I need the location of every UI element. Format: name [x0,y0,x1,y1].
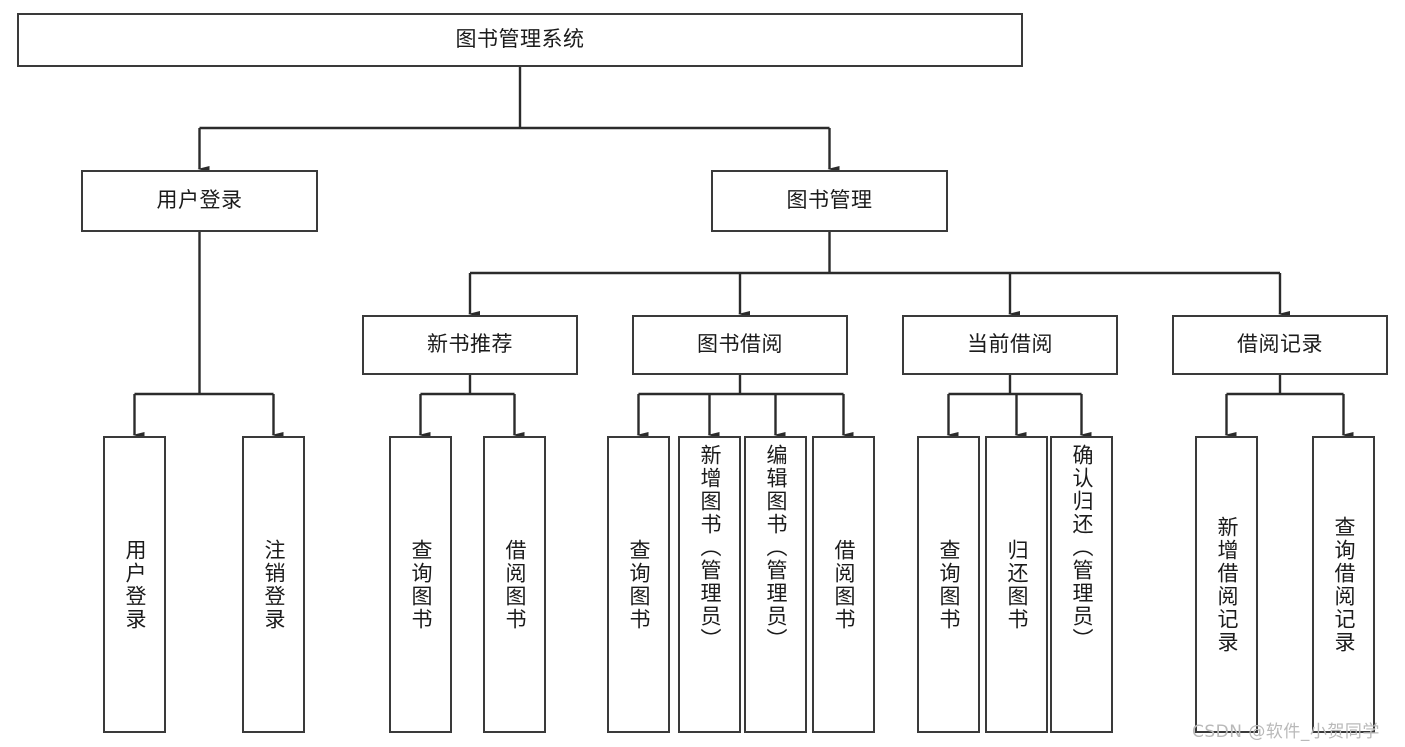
leaf-add-borrow-record-label: 新增借阅记录 [1215,515,1239,654]
node-user-login-label: 用户登录 [156,188,243,213]
node-current-borrow-label: 当前借阅 [967,332,1053,357]
leaf-add-borrow-record[interactable]: 新增借阅记录 [1195,436,1258,733]
leaf-edit-book-admin-label: 编辑图书（管理员） [764,444,788,651]
leaf-query-book-1[interactable]: 查询图书 [389,436,452,733]
leaf-user-login[interactable]: 用户登录 [103,436,166,733]
leaf-user-login-label: 用户登录 [123,538,147,631]
leaf-borrow-book-2-label: 借阅图书 [832,538,856,631]
node-new-book-rec[interactable]: 新书推荐 [362,315,578,375]
node-book-borrow[interactable]: 图书借阅 [632,315,848,375]
node-user-login[interactable]: 用户登录 [81,170,318,232]
leaf-logout[interactable]: 注销登录 [242,436,305,733]
node-book-borrow-label: 图书借阅 [697,332,783,357]
leaf-add-book-admin-label: 新增图书（管理员） [698,444,722,651]
node-book-manage[interactable]: 图书管理 [711,170,948,232]
leaf-query-book-1-label: 查询图书 [409,538,433,631]
node-borrow-record[interactable]: 借阅记录 [1172,315,1388,375]
node-current-borrow[interactable]: 当前借阅 [902,315,1118,375]
leaf-query-book-3-label: 查询图书 [937,538,961,631]
leaf-confirm-return-admin[interactable]: 确认归还（管理员） [1050,436,1113,733]
leaf-query-borrow-record[interactable]: 查询借阅记录 [1312,436,1375,733]
node-root[interactable]: 图书管理系统 [17,13,1023,67]
leaf-borrow-book-1-label: 借阅图书 [503,538,527,631]
node-root-label: 图书管理系统 [455,27,585,52]
leaf-edit-book-admin[interactable]: 编辑图书（管理员） [744,436,807,733]
leaf-query-borrow-record-label: 查询借阅记录 [1332,515,1356,654]
node-book-manage-label: 图书管理 [786,188,873,213]
leaf-add-book-admin[interactable]: 新增图书（管理员） [678,436,741,733]
leaf-query-book-3[interactable]: 查询图书 [917,436,980,733]
node-new-book-rec-label: 新书推荐 [427,332,513,357]
leaf-logout-label: 注销登录 [262,538,286,631]
leaf-query-book-2[interactable]: 查询图书 [607,436,670,733]
leaf-confirm-return-admin-label: 确认归还（管理员） [1070,444,1094,651]
node-borrow-record-label: 借阅记录 [1237,332,1323,357]
leaf-return-book[interactable]: 归还图书 [985,436,1048,733]
leaf-query-book-2-label: 查询图书 [627,538,651,631]
watermark: CSDN @软件_小贺同学 [1192,722,1380,742]
leaf-borrow-book-2[interactable]: 借阅图书 [812,436,875,733]
leaf-return-book-label: 归还图书 [1005,538,1029,631]
leaf-borrow-book-1[interactable]: 借阅图书 [483,436,546,733]
